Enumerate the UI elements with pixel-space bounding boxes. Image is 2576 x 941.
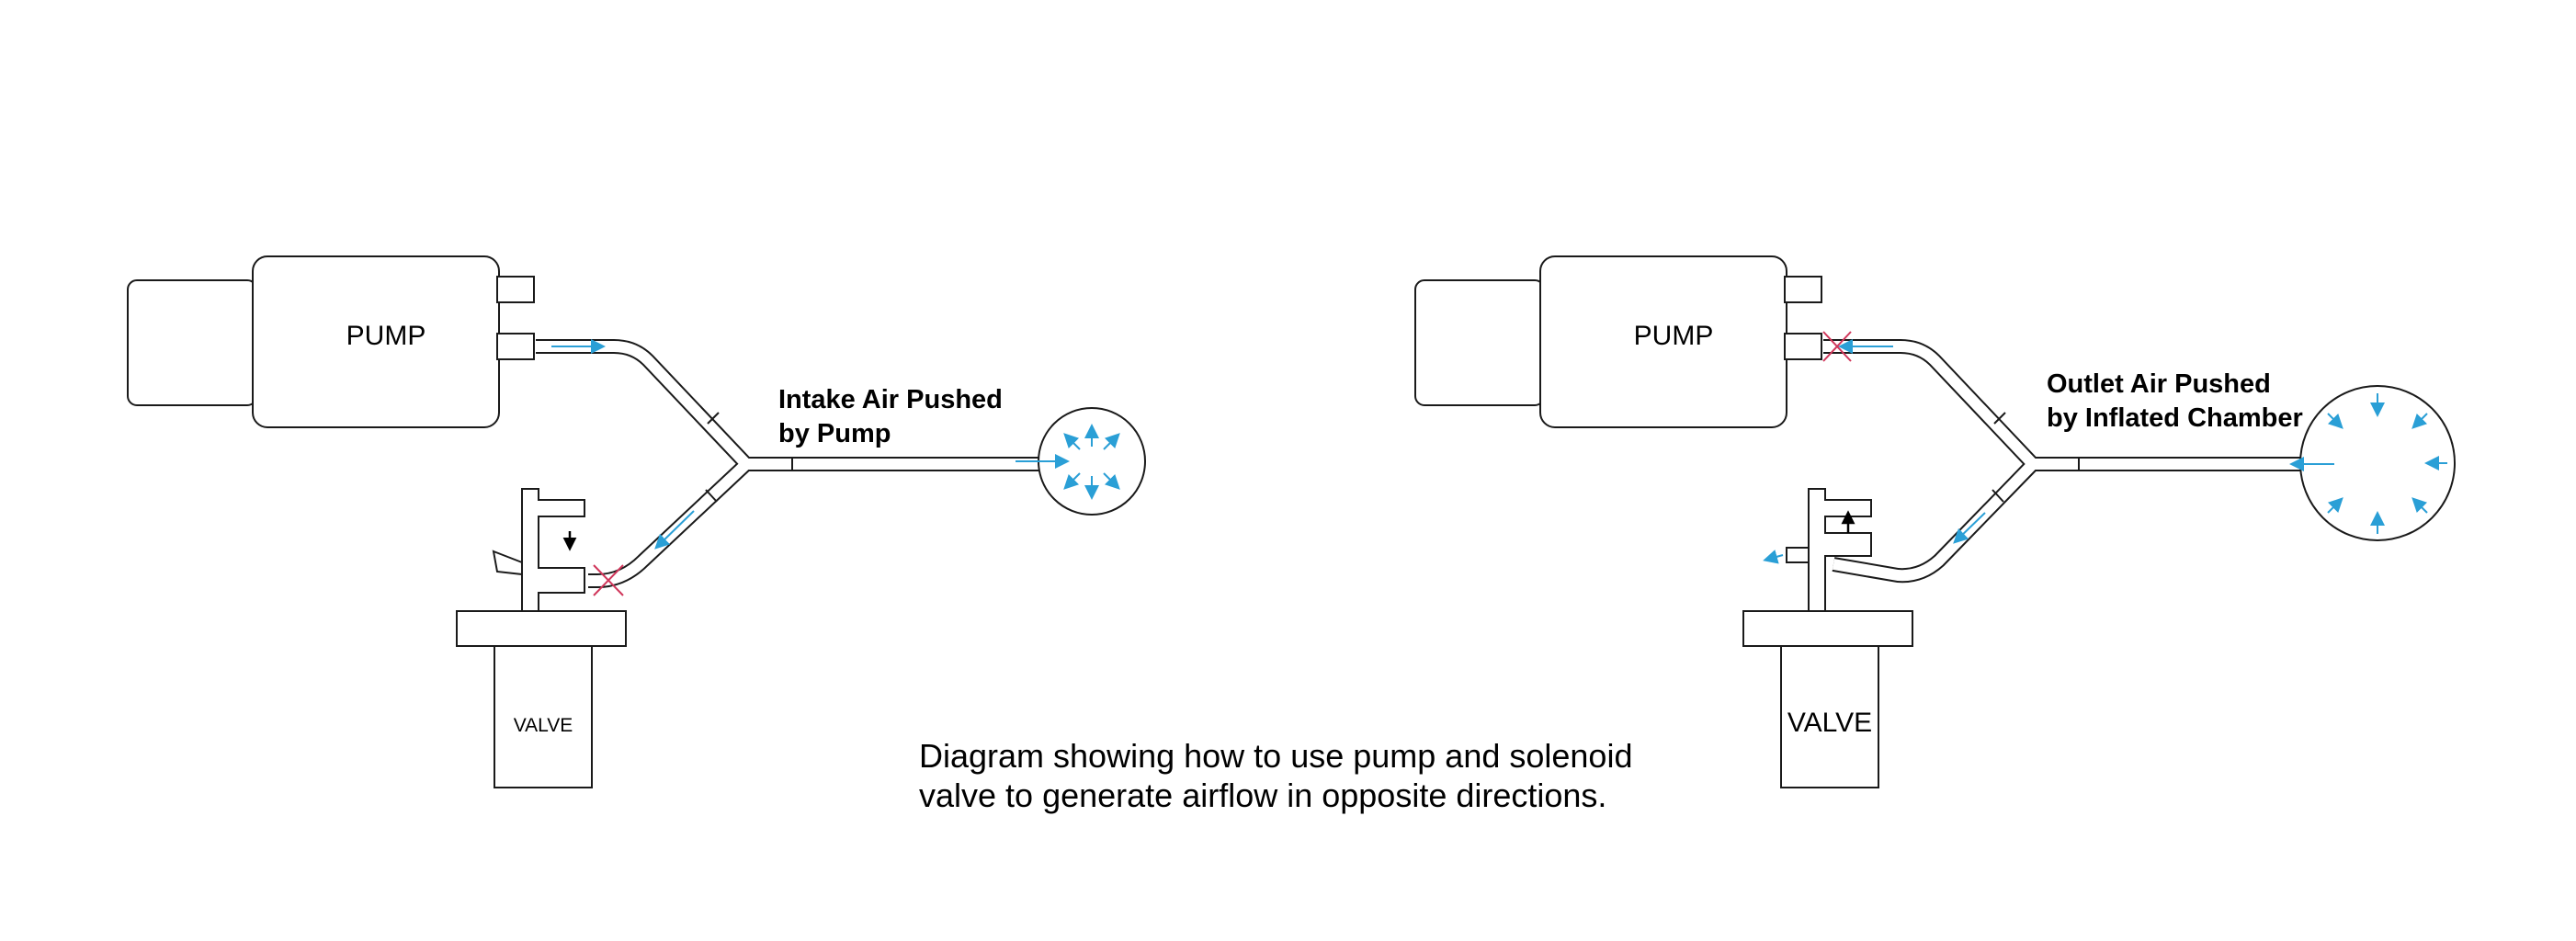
left-tube-joint-upper — [707, 412, 720, 425]
right-pump-upper-port — [1784, 276, 1822, 303]
left-pump-motor-cap — [127, 279, 257, 406]
right-tube-joint-upper — [1993, 412, 2006, 425]
caption-line1: Diagram showing how to use pump and sole… — [919, 737, 1632, 775]
right-chamber-arrow-from-bottom-right — [2411, 497, 2428, 514]
right-valve: VALVE — [1742, 488, 1913, 788]
right-chamber-arrow-from-bottom-left — [2327, 497, 2343, 514]
right-tube-pump-to-chamber — [1823, 341, 2330, 470]
right-pump-motor-cap — [1414, 279, 1545, 406]
left-pump-outlet-port — [496, 333, 535, 360]
right-pump-label: PUMP — [1634, 321, 1714, 351]
right-valve-head — [1808, 488, 1872, 612]
left-pump-label: PUMP — [346, 321, 426, 351]
left-valve-coil — [494, 644, 593, 788]
left-valve-label: VALVE — [514, 715, 573, 736]
right-annotation-line1: Outlet Air Pushed — [2047, 369, 2271, 399]
right-valve-coil — [1780, 644, 1879, 788]
right-valve-flange — [1742, 610, 1913, 647]
right-chamber-contraction-arrows — [2327, 393, 2447, 534]
left-chamber-expansion-arrows — [1063, 424, 1120, 500]
left-chamber-arrow-up-right — [1103, 433, 1120, 450]
diagram-caption: Diagram showing how to use pump and sole… — [919, 737, 1632, 814]
right-blocked-x-marker — [1822, 331, 1852, 362]
left-tubing — [536, 339, 1048, 588]
right-valve-exhaust-port — [1786, 547, 1810, 563]
left-tube-valve-branch — [588, 459, 751, 586]
left-chamber-arrow-down-right — [1103, 472, 1120, 490]
right-system: PUMP VALVE — [1414, 255, 2456, 788]
left-airflow-arrow-valve-branch — [654, 510, 695, 550]
left-valve-flange — [456, 610, 627, 647]
left-tube-joint-lower — [705, 489, 718, 503]
right-annotation-line2: by Inflated Chamber — [2047, 403, 2303, 433]
right-tube-valve-branch — [1832, 459, 2037, 582]
left-chamber-arrow-down-left — [1063, 472, 1081, 490]
right-airflow-arrow-valve-branch — [1953, 512, 1986, 544]
caption-line2: valve to generate airflow in opposite di… — [919, 777, 1606, 814]
left-valve-exhaust-port — [492, 550, 523, 576]
right-tube-joint-lower — [1992, 489, 2004, 503]
right-tubing — [1823, 339, 2330, 584]
right-airflow-arrow-exhaust — [1763, 550, 1784, 564]
left-tube-pump-to-chamber — [536, 341, 1048, 470]
left-system: PUMP VALVE — [127, 255, 1146, 788]
left-valve: VALVE — [456, 488, 627, 788]
right-chamber-arrow-from-top-right — [2411, 413, 2428, 429]
right-chamber-arrow-from-top-left — [2327, 413, 2343, 429]
left-chamber-arrow-up-left — [1063, 433, 1081, 450]
right-pump-outlet-port — [1784, 333, 1822, 360]
left-blocked-x-marker — [593, 564, 624, 596]
right-valve-label: VALVE — [1787, 708, 1872, 738]
left-pump-upper-port — [496, 276, 535, 303]
left-valve-head — [521, 488, 585, 612]
left-annotation-line2: by Pump — [778, 419, 891, 448]
right-pump: PUMP — [1414, 255, 1822, 428]
left-annotation-line1: Intake Air Pushed — [778, 385, 1003, 414]
left-pump: PUMP — [127, 255, 535, 428]
